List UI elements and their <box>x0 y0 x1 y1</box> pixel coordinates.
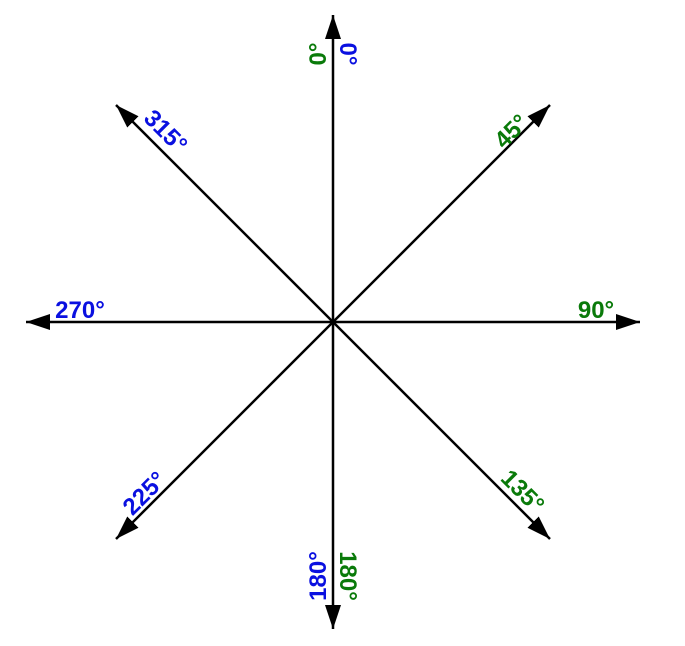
arrow-135 <box>332 321 551 540</box>
label-225: 225° <box>118 467 172 521</box>
arrow-315 <box>115 104 334 323</box>
label-270: 270° <box>55 297 105 324</box>
arrow-225 <box>115 321 334 540</box>
label-135: 135° <box>495 465 549 519</box>
label-45: 45° <box>489 109 534 154</box>
label-0-green: 0° <box>305 43 332 66</box>
arrow-45 <box>332 104 551 323</box>
label-0-blue: 0° <box>334 43 361 66</box>
label-90: 90° <box>578 297 614 324</box>
label-180-blue: 180° <box>305 551 332 601</box>
label-180-green: 180° <box>334 551 361 601</box>
label-315: 315° <box>138 105 192 159</box>
